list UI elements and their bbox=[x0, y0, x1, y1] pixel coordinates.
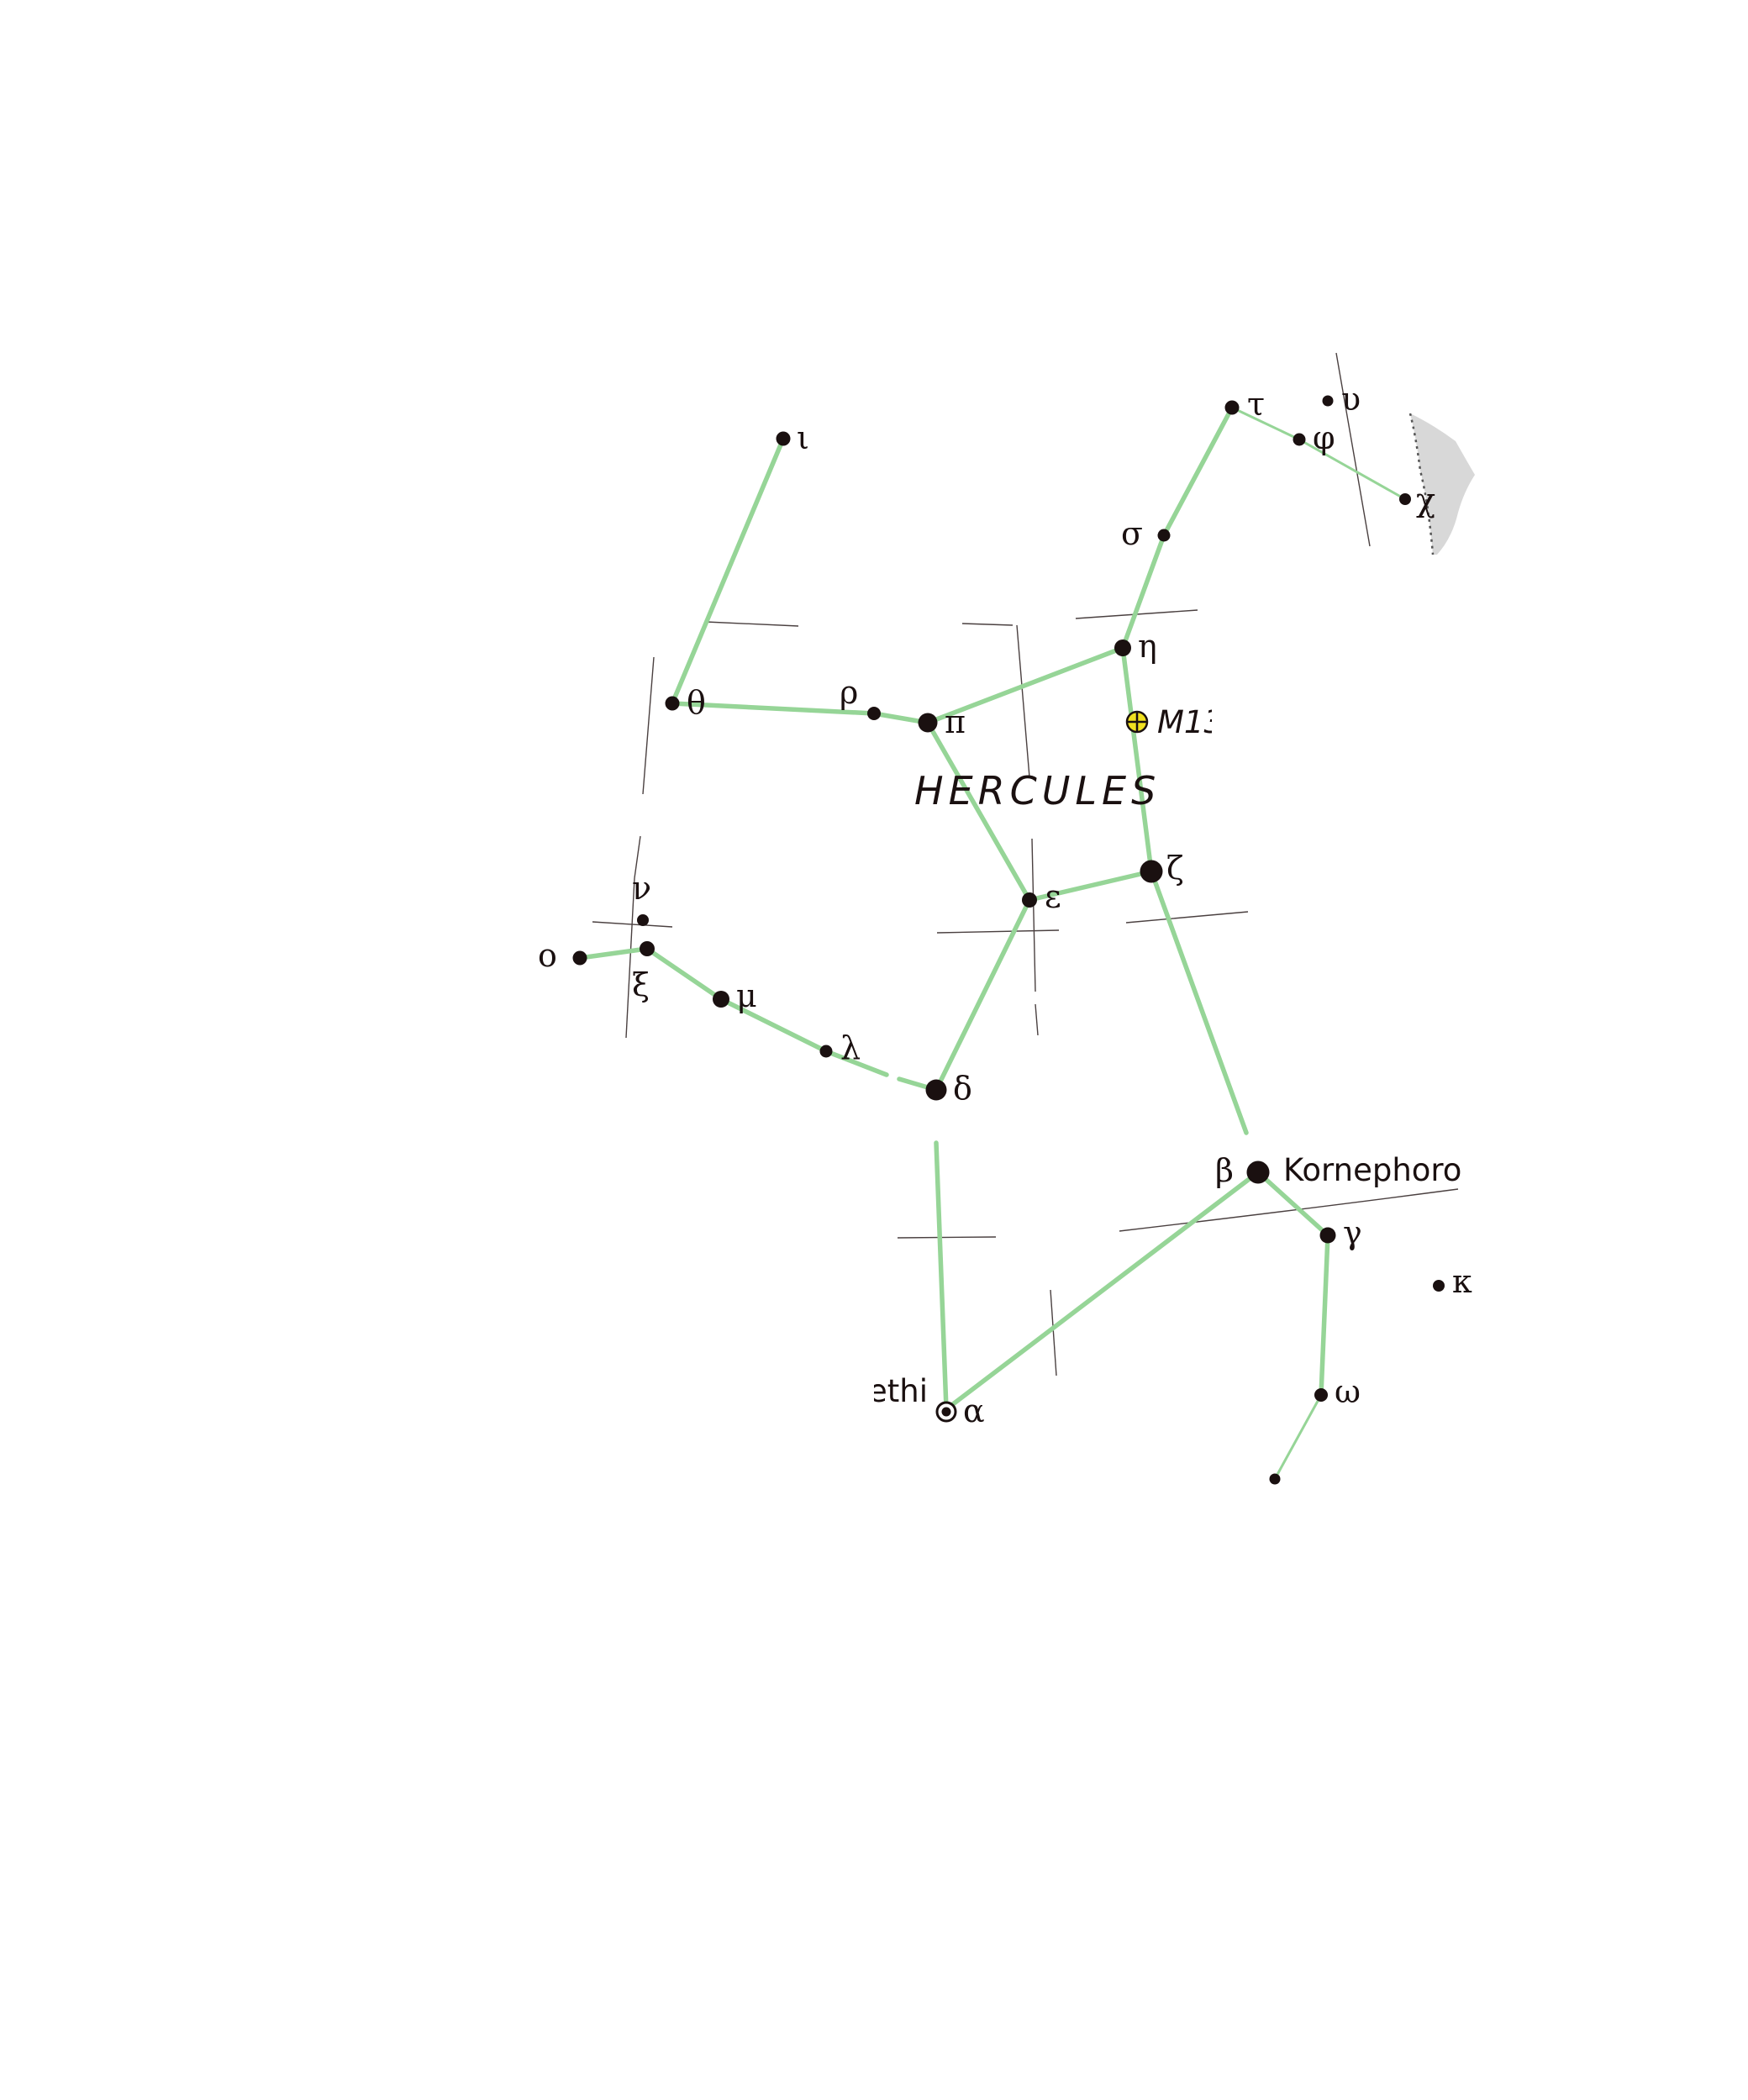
figure-line-alpha-beta bbox=[944, 1170, 1261, 1412]
star-omicron bbox=[572, 950, 587, 966]
figure-line-gamma-omega bbox=[1319, 1233, 1330, 1397]
grid-line bbox=[897, 1236, 997, 1239]
label-theta: θ bbox=[687, 684, 706, 721]
label-eta: η bbox=[1138, 628, 1157, 665]
label-alpha: α bbox=[963, 1392, 985, 1429]
coordinate-grid bbox=[592, 352, 1459, 1376]
figure-line-mu-lambda bbox=[719, 997, 829, 1054]
m13-cluster-icon bbox=[1125, 710, 1149, 734]
figure-line-delta-alpha bbox=[934, 1140, 949, 1412]
figure-line-epsilon-delta bbox=[934, 897, 1032, 1092]
grid-line bbox=[1119, 1188, 1459, 1232]
star-alpha bbox=[935, 1401, 957, 1423]
label-nu: ν bbox=[632, 870, 651, 907]
figure-line-iota-theta bbox=[670, 436, 786, 706]
star-mu bbox=[713, 991, 729, 1008]
label-gamma: γ bbox=[1343, 1214, 1362, 1251]
star-kappa bbox=[1433, 1280, 1445, 1292]
label-chi: χ bbox=[1416, 482, 1435, 518]
label-tau: τ bbox=[1247, 386, 1265, 423]
grid-line bbox=[936, 929, 1060, 934]
star-upsilon bbox=[1322, 395, 1334, 407]
label-kappa: κ bbox=[1452, 1263, 1472, 1300]
star-pi bbox=[918, 713, 938, 733]
star-beta bbox=[1246, 1161, 1270, 1184]
figure-line-zeta-epsilon bbox=[1027, 869, 1154, 903]
grid-line bbox=[1050, 1289, 1057, 1376]
star-rho bbox=[867, 707, 881, 720]
star-labels: ι θ ρ π η σ τ υ φ χ ζ ε ν ο ξ μ λ δ β γ … bbox=[538, 381, 1472, 1429]
label-m13: M13 bbox=[1157, 704, 1224, 740]
star-alpha-core bbox=[941, 1407, 951, 1417]
label-rho: ρ bbox=[840, 674, 858, 711]
star-omega bbox=[1314, 1388, 1328, 1402]
label-delta: δ bbox=[953, 1070, 972, 1107]
grid-line bbox=[961, 623, 1014, 626]
star-epsilon bbox=[1022, 892, 1037, 908]
neighbor-region bbox=[1408, 413, 1475, 555]
label-omicron: ο bbox=[538, 937, 557, 974]
label-iota: ι bbox=[797, 419, 809, 456]
figure-line-sigma-tau bbox=[1161, 405, 1235, 538]
stars bbox=[572, 395, 1445, 1485]
figure-line-beta-gamma bbox=[1256, 1170, 1330, 1238]
label-pi: π bbox=[945, 703, 966, 740]
proper-names: Kornephoros Rasalgethi bbox=[765, 1152, 1478, 1409]
figure-line-eta-zeta bbox=[1120, 645, 1154, 874]
star-delta bbox=[925, 1079, 947, 1101]
label-upsilon: υ bbox=[1341, 381, 1361, 418]
figure-line-zeta-beta bbox=[1149, 869, 1249, 1135]
figure-line-lambda-delta bbox=[824, 1049, 889, 1077]
star-chi bbox=[1399, 493, 1411, 505]
grid-line bbox=[1125, 911, 1249, 924]
figure-line-xi-mu bbox=[645, 946, 724, 1002]
grid-line bbox=[1031, 838, 1036, 992]
star-phi bbox=[1293, 433, 1306, 446]
figure-line-omega-tail bbox=[1273, 1393, 1323, 1481]
label-xi: ξ bbox=[632, 966, 650, 1003]
grid-line bbox=[705, 621, 799, 627]
figure-line-tau-phi bbox=[1230, 406, 1301, 441]
neighbor-region-fill bbox=[1410, 413, 1475, 555]
grid-line bbox=[1016, 624, 1030, 778]
figure-line-pi-epsilon bbox=[925, 720, 1032, 903]
constellation-name: HERCULES bbox=[914, 768, 1161, 813]
grid-line bbox=[1035, 1003, 1039, 1036]
label-mu: μ bbox=[736, 977, 757, 1014]
label-sigma: σ bbox=[1121, 515, 1143, 552]
star-eta bbox=[1114, 639, 1131, 656]
star-gamma bbox=[1319, 1227, 1336, 1244]
star-iota bbox=[776, 431, 791, 446]
label-kornephoros: Kornephoros bbox=[1283, 1152, 1478, 1188]
star-zeta bbox=[1140, 860, 1163, 883]
grid-line bbox=[634, 835, 641, 879]
grid-line bbox=[642, 656, 655, 795]
grid-line bbox=[1335, 352, 1371, 547]
grid-line bbox=[592, 921, 673, 928]
grid-line bbox=[625, 877, 635, 1039]
figure-line-eta-sigma bbox=[1120, 533, 1166, 650]
label-lambda: λ bbox=[840, 1029, 861, 1066]
label-beta: β bbox=[1215, 1152, 1234, 1189]
figure-line-pi-eta bbox=[925, 645, 1125, 725]
label-phi: φ bbox=[1313, 419, 1335, 456]
star-theta bbox=[665, 696, 680, 711]
star-tau bbox=[1224, 400, 1240, 415]
star-lambda bbox=[819, 1045, 833, 1058]
label-epsilon: ε bbox=[1045, 878, 1061, 915]
constellation-figure bbox=[577, 405, 1407, 1481]
label-omega: ω bbox=[1335, 1373, 1361, 1410]
label-zeta: ζ bbox=[1166, 850, 1184, 887]
figure-line-phi-chi bbox=[1298, 438, 1407, 501]
figure-line-theta-rho bbox=[670, 701, 877, 716]
figure-line-omicron-xi bbox=[577, 946, 650, 961]
star-xi bbox=[640, 941, 655, 956]
star-nu bbox=[637, 914, 649, 926]
star-sigma bbox=[1157, 529, 1171, 542]
star-unlabeled bbox=[1269, 1473, 1281, 1485]
label-rasalgethi: Rasalgethi bbox=[765, 1373, 928, 1409]
